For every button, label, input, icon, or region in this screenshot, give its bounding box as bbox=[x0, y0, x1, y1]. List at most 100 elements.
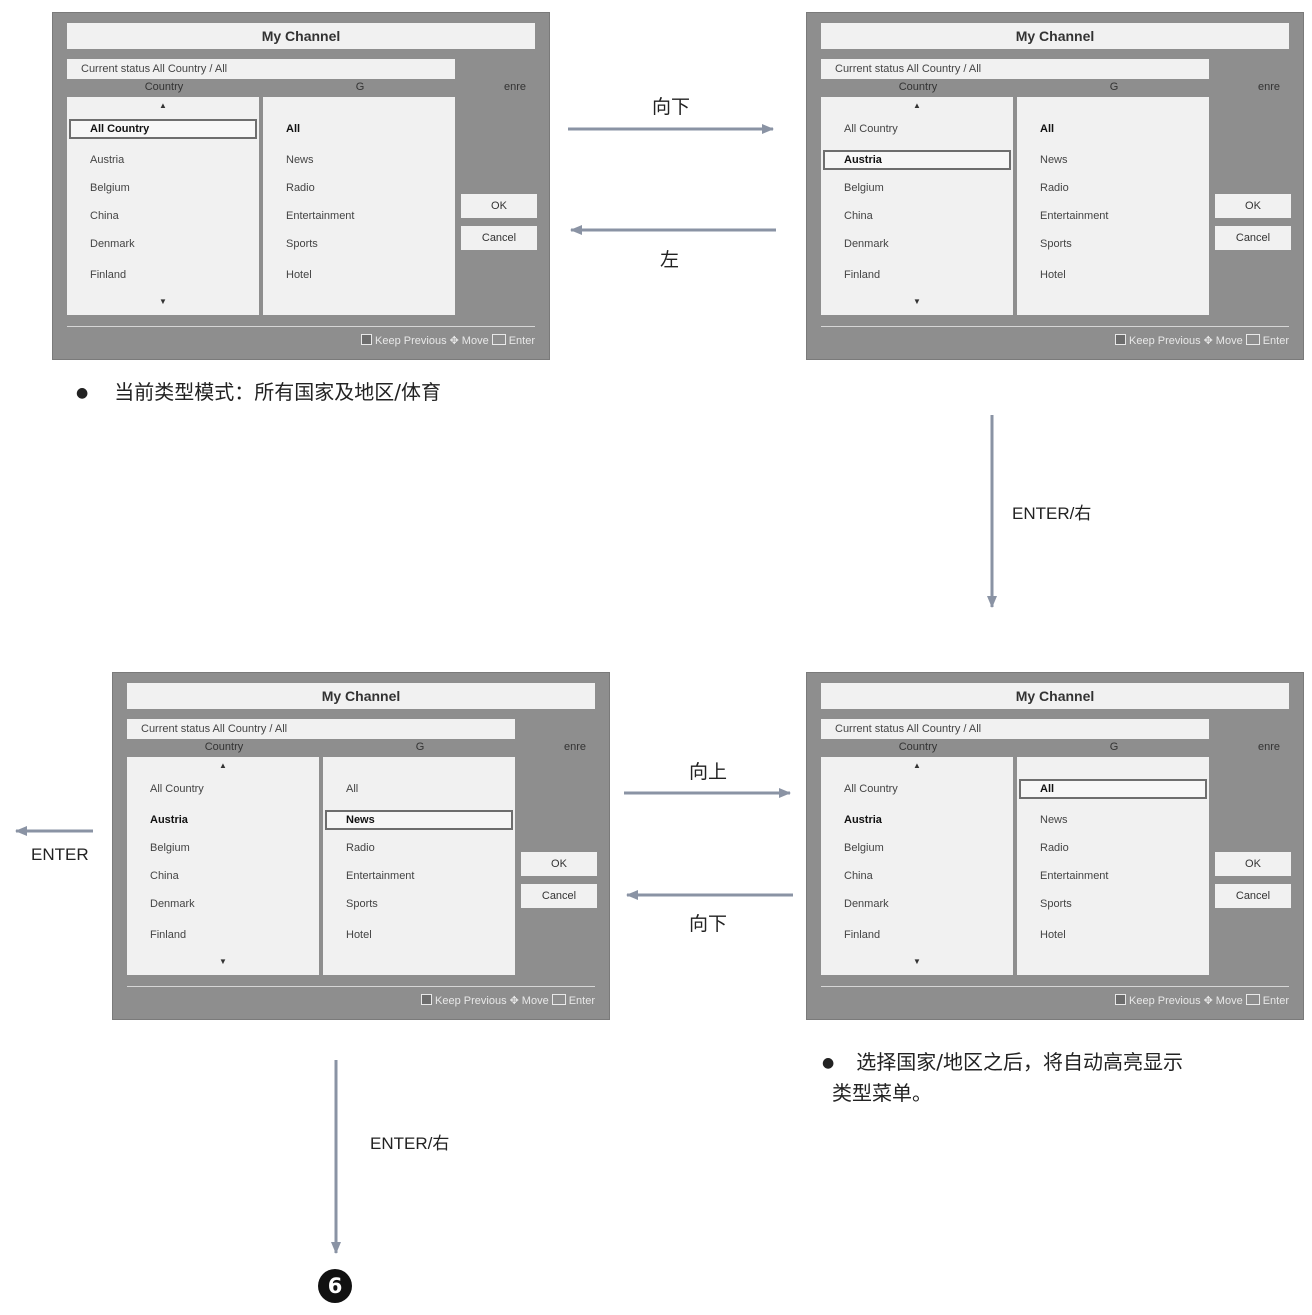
enter-label: Enter bbox=[568, 995, 595, 1007]
country-item[interactable]: All Country bbox=[844, 123, 898, 135]
label-enter-right-2: ENTER/右 bbox=[370, 1134, 450, 1153]
genre-item[interactable]: News bbox=[1040, 814, 1068, 826]
header-genre-g: G bbox=[415, 741, 425, 753]
scroll-up-icon[interactable]: ▲ bbox=[219, 761, 227, 770]
keep-previous-icon bbox=[1115, 994, 1127, 1005]
country-item[interactable]: Austria bbox=[823, 150, 1011, 170]
genre-item[interactable]: Hotel bbox=[1040, 269, 1066, 281]
country-item[interactable]: Austria bbox=[90, 154, 125, 166]
genre-item[interactable]: Entertainment bbox=[1040, 210, 1109, 222]
genre-item[interactable]: Radio bbox=[346, 842, 375, 854]
genre-item[interactable]: Hotel bbox=[286, 269, 312, 281]
country-item[interactable]: Austria bbox=[844, 814, 882, 826]
genre-item[interactable]: Hotel bbox=[346, 929, 372, 941]
genre-item[interactable]: Sports bbox=[1040, 898, 1072, 910]
note-auto-highlight-line2: 类型菜单。 bbox=[832, 1081, 932, 1105]
note-auto-highlight: ●选择国家/地区之后，将自动高亮显示 类型菜单。 bbox=[822, 1047, 1183, 1108]
country-item[interactable]: Austria bbox=[150, 814, 188, 826]
ok-button[interactable]: OK bbox=[521, 852, 597, 876]
ok-button[interactable]: OK bbox=[1215, 852, 1291, 876]
enter-icon bbox=[1245, 334, 1260, 345]
menu-title: My Channel bbox=[67, 23, 535, 49]
country-item[interactable]: China bbox=[844, 870, 873, 882]
move-label: Move bbox=[461, 335, 489, 347]
genre-item[interactable]: News bbox=[286, 154, 314, 166]
country-item[interactable]: Finland bbox=[844, 269, 881, 281]
country-item[interactable]: Finland bbox=[844, 929, 881, 941]
genre-item[interactable]: Radio bbox=[286, 182, 315, 194]
scroll-up-icon[interactable]: ▲ bbox=[159, 101, 167, 110]
country-item[interactable]: Denmark bbox=[844, 238, 889, 250]
country-item[interactable]: Denmark bbox=[150, 898, 195, 910]
ok-button[interactable]: OK bbox=[1215, 194, 1291, 218]
country-item[interactable]: Denmark bbox=[90, 238, 135, 250]
genre-item[interactable]: All bbox=[1019, 779, 1207, 799]
move-icon: ✥ bbox=[449, 335, 459, 347]
country-item[interactable]: Finland bbox=[90, 269, 127, 281]
country-item[interactable]: All Country bbox=[844, 783, 898, 795]
header-genre-rest: enre bbox=[1258, 81, 1281, 93]
header-country: Country bbox=[204, 741, 244, 753]
scroll-down-icon[interactable]: ▼ bbox=[159, 297, 167, 306]
genre-item[interactable]: News bbox=[325, 810, 513, 830]
scroll-down-icon[interactable]: ▼ bbox=[913, 297, 921, 306]
header-country: Country bbox=[898, 741, 938, 753]
ok-button[interactable]: OK bbox=[461, 194, 537, 218]
genre-item[interactable]: All bbox=[286, 123, 301, 135]
genre-item[interactable]: News bbox=[1040, 154, 1068, 166]
genre-item[interactable]: Entertainment bbox=[1040, 870, 1109, 882]
keep-previous-label: Keep Previous bbox=[1129, 335, 1201, 347]
enter-icon bbox=[551, 994, 566, 1005]
genre-item[interactable]: Radio bbox=[1040, 842, 1069, 854]
country-item[interactable]: Belgium bbox=[150, 842, 190, 854]
country-item[interactable]: China bbox=[90, 210, 119, 222]
country-item[interactable]: All Country bbox=[150, 783, 204, 795]
bullet-icon: ● bbox=[76, 385, 89, 401]
footer-divider bbox=[821, 326, 1289, 327]
genre-item[interactable]: Radio bbox=[1040, 182, 1069, 194]
genre-item[interactable]: Sports bbox=[286, 238, 318, 250]
scroll-up-icon[interactable]: ▲ bbox=[913, 101, 921, 110]
country-item[interactable]: Belgium bbox=[90, 182, 130, 194]
country-item[interactable]: Belgium bbox=[844, 182, 884, 194]
country-item[interactable]: Denmark bbox=[844, 898, 889, 910]
cancel-button[interactable]: Cancel bbox=[1215, 884, 1291, 908]
country-item[interactable]: China bbox=[844, 210, 873, 222]
country-item[interactable]: Belgium bbox=[844, 842, 884, 854]
country-item[interactable]: All Country bbox=[69, 119, 257, 139]
keep-previous-icon bbox=[1115, 334, 1127, 345]
scroll-down-icon[interactable]: ▼ bbox=[219, 957, 227, 966]
genre-item[interactable]: Entertainment bbox=[286, 210, 355, 222]
scroll-down-icon[interactable]: ▼ bbox=[913, 957, 921, 966]
genre-item[interactable]: All bbox=[1040, 123, 1055, 135]
label-enter-left: ENTER bbox=[31, 845, 89, 864]
label-up-2: 向上 bbox=[689, 761, 728, 783]
note-current-mode-text: 当前类型模式：所有国家及地区/体育 bbox=[114, 380, 441, 404]
genre-item[interactable]: Hotel bbox=[1040, 929, 1066, 941]
move-label: Move bbox=[1215, 335, 1243, 347]
menu-title: My Channel bbox=[127, 683, 595, 709]
cancel-button[interactable]: Cancel bbox=[1215, 226, 1291, 250]
cancel-button[interactable]: Cancel bbox=[521, 884, 597, 908]
cancel-button[interactable]: Cancel bbox=[461, 226, 537, 250]
genre-item[interactable]: Entertainment bbox=[346, 870, 415, 882]
genre-item[interactable]: All bbox=[346, 783, 359, 795]
genre-item[interactable]: Sports bbox=[346, 898, 378, 910]
move-icon: ✥ bbox=[1203, 995, 1213, 1007]
scroll-up-icon[interactable]: ▲ bbox=[913, 761, 921, 770]
header-genre-g: G bbox=[1109, 741, 1119, 753]
header-genre-rest: enre bbox=[504, 81, 527, 93]
keep-previous-icon bbox=[361, 334, 373, 345]
header-country: Country bbox=[898, 81, 938, 93]
step-number-badge: 6 bbox=[318, 1269, 352, 1303]
genre-item[interactable]: Sports bbox=[1040, 238, 1072, 250]
country-item[interactable]: China bbox=[150, 870, 179, 882]
country-item[interactable]: Finland bbox=[150, 929, 187, 941]
enter-icon bbox=[491, 334, 506, 345]
